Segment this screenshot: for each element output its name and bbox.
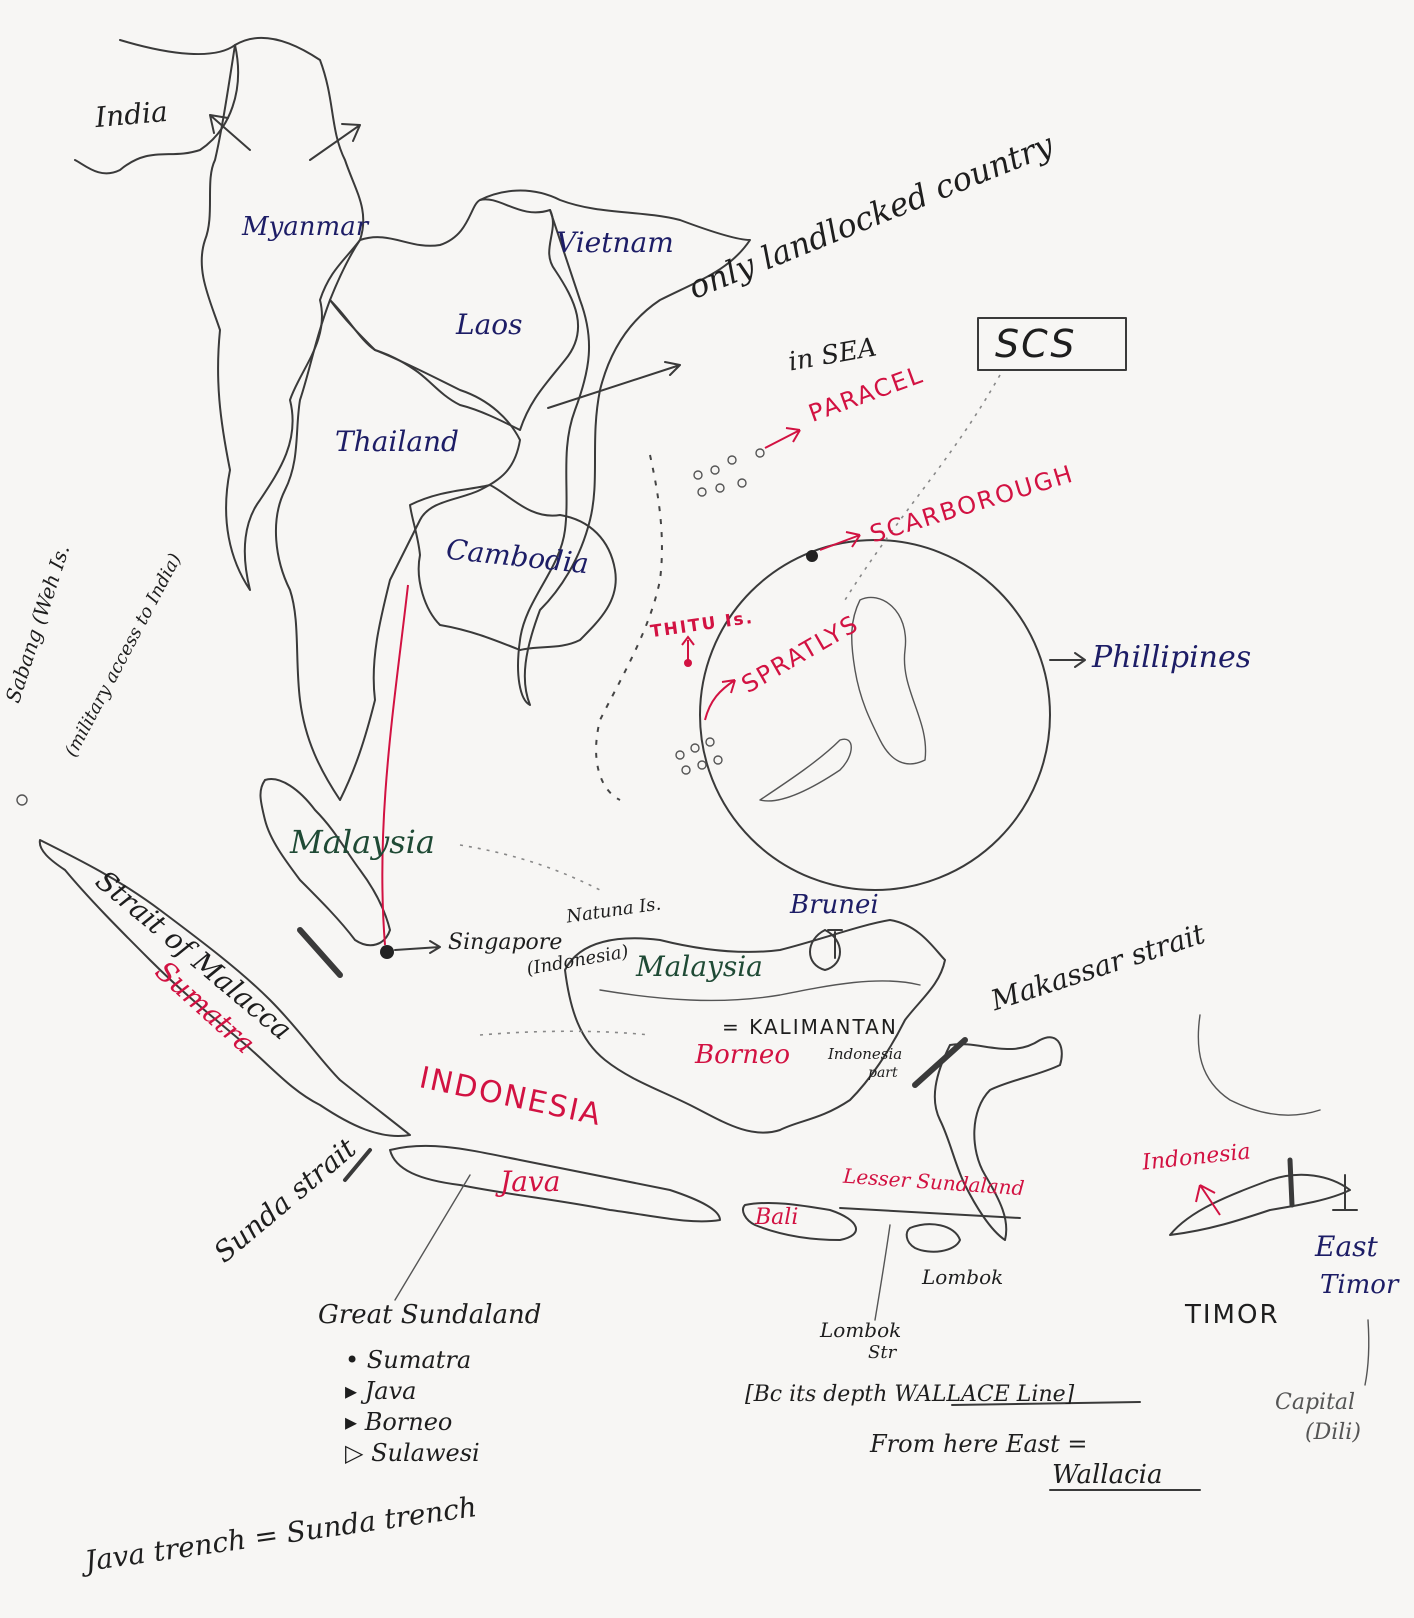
label-timor: TIMOR <box>1185 1300 1280 1330</box>
label-bali: Bali <box>755 1205 799 1230</box>
label-india: India <box>93 94 169 135</box>
great-sundaland-pointer <box>394 1174 471 1301</box>
label-scs[interactable]: SCS <box>995 322 1077 366</box>
list-item: ▷ Sulawesi <box>345 1439 480 1467</box>
label-kalimantan: = KALIMANTAN <box>722 1015 898 1039</box>
label-lombok-str-2: Str <box>868 1342 897 1363</box>
scs-box <box>977 317 1127 371</box>
label-from-here-east: From here East = <box>870 1430 1088 1458</box>
sulawesi-outline <box>933 1036 1063 1241</box>
cambodia-outline <box>409 484 617 651</box>
label-java: Java <box>500 1165 561 1198</box>
timor-border <box>1287 1157 1295 1208</box>
label-wallacia: Wallacia <box>1052 1460 1163 1490</box>
paracel-arrow <box>764 427 801 449</box>
label-thailand: Thailand <box>335 425 459 458</box>
singapore-arrow <box>394 940 441 954</box>
indonesia-timor-arrow <box>1195 1184 1221 1216</box>
list-item-label: Java <box>364 1377 417 1405</box>
label-myanmar: Myanmar <box>242 212 369 242</box>
spratly-islands <box>675 737 723 775</box>
great-sundaland-title: Great Sundaland <box>318 1300 542 1330</box>
great-sundaland-list: • Sumatra ▸ Java ▸ Borneo ▷ Sulawesi <box>345 1345 480 1469</box>
scarborough-arrow <box>819 531 861 551</box>
paracel-islands <box>693 448 765 497</box>
red-line-singapore <box>381 584 409 946</box>
malay-peninsula-outline <box>259 778 391 947</box>
label-malaysia-west: Malaysia <box>290 823 435 861</box>
borneo-outline <box>564 919 946 1134</box>
label-brunei: Brunei <box>790 890 879 920</box>
label-lombok-str-1: Lombok <box>820 1318 902 1342</box>
list-item-label: Borneo <box>364 1408 453 1436</box>
makassar-strait-mark <box>912 1037 968 1088</box>
timor-outline <box>1169 1173 1351 1236</box>
list-item: ▸ Borneo <box>345 1408 453 1436</box>
label-wallace-line: [Bc its depth WALLACE Line] <box>745 1382 1075 1407</box>
scs-dashed-line-south2 <box>479 1030 651 1036</box>
scs-dashed-line-east <box>844 374 1001 601</box>
myanmar-outline <box>200 36 365 591</box>
label-east-timor-2: Timor <box>1320 1270 1399 1300</box>
thitu-marker <box>681 635 695 660</box>
east-timor-arrow <box>1332 1174 1358 1211</box>
bali-outline <box>742 1201 857 1241</box>
singapore-dot <box>380 945 394 959</box>
label-phillipines: Phillipines <box>1092 640 1252 675</box>
label-vietnam: Vietnam <box>556 226 674 259</box>
brunei-mark <box>809 929 843 971</box>
list-item: • Sumatra <box>345 1346 472 1374</box>
label-capital-2: (Dili) <box>1305 1420 1361 1445</box>
landlocked-arrow <box>547 361 681 409</box>
phillipines-arrow <box>1049 652 1086 668</box>
label-borneo: Borneo <box>695 1040 790 1070</box>
list-item-label: Sulawesi <box>371 1439 480 1467</box>
label-malaysia-east: Malaysia <box>636 950 763 983</box>
scs-dashed-line-south <box>459 844 601 891</box>
philippines-circle <box>699 539 1051 891</box>
scarborough-dot <box>806 550 818 562</box>
thailand-outline <box>275 299 521 801</box>
label-singapore: Singapore <box>448 930 563 955</box>
label-laos: Laos <box>456 308 523 341</box>
arrow-china <box>309 123 361 161</box>
list-item-label: Sumatra <box>366 1346 472 1374</box>
list-item: ▸ Java <box>345 1377 417 1405</box>
wallace-underline <box>951 1401 1141 1406</box>
arrow-india <box>209 114 251 151</box>
india-border <box>74 39 239 175</box>
label-indonesia-part-1: Indonesia <box>828 1045 903 1063</box>
label-capital-1: Capital <box>1275 1390 1356 1415</box>
sabang-dot <box>16 794 28 806</box>
thitu-dot <box>684 659 692 667</box>
lesser-sundaland-underline <box>839 1207 1021 1219</box>
malacca-strait-mark <box>297 927 343 978</box>
capital-pointer <box>1364 1319 1370 1386</box>
new-guinea-fragment <box>1197 1014 1321 1116</box>
java-outline <box>389 1144 721 1223</box>
label-lombok: Lombok <box>922 1265 1004 1289</box>
vietnam-outline <box>479 189 751 706</box>
spratlys-arrow <box>704 679 736 721</box>
sumatra-outline <box>38 839 411 1137</box>
lombok-pointer <box>874 1224 891 1321</box>
sabah-line <box>599 980 921 1002</box>
philippines-islands <box>759 596 927 802</box>
lombok-outline <box>905 1223 961 1253</box>
label-east-timor-1: East <box>1315 1230 1378 1263</box>
sunda-strait-mark <box>343 1148 372 1182</box>
label-indonesia-part-2: part <box>868 1065 898 1081</box>
